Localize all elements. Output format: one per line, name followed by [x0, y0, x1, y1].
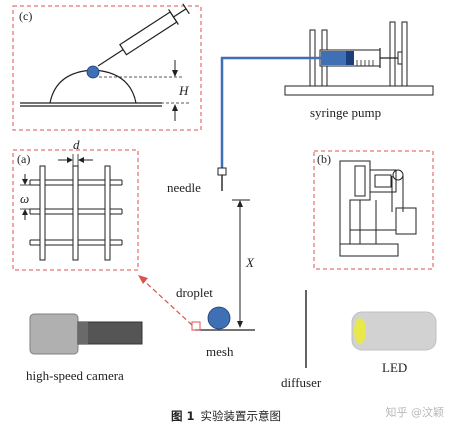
x-distance-marker [232, 199, 250, 328]
panel-b-label: (b) [317, 152, 331, 166]
panel-c-frame [12, 5, 202, 131]
pump-base [284, 85, 434, 96]
led-body [351, 311, 437, 351]
height-H-label: H [179, 83, 189, 98]
pump-syringe-fluid [321, 51, 346, 65]
figure-number: 图 1 [170, 409, 195, 423]
zoom-arrow [141, 278, 193, 326]
wire-diameter-d-label: d [73, 137, 80, 152]
diffuser-label: diffuser [281, 375, 322, 390]
high-speed-camera-label: high-speed camera [26, 368, 124, 383]
needle-label: needle [167, 180, 201, 195]
figure-caption: 图 1 实验装置示意图 [0, 408, 452, 424]
panel-c-droplet [86, 65, 100, 79]
panel-b-frame [313, 150, 434, 270]
panel-c-syringe [97, 3, 190, 67]
opening-omega-label: ω [20, 191, 30, 206]
delivery-tube [220, 56, 321, 168]
led-emitter [354, 318, 366, 344]
high-speed-camera [29, 313, 143, 355]
figure-caption-text: 实验装置示意图 [200, 409, 282, 423]
led-light [351, 311, 437, 351]
panel-a-frame [12, 149, 139, 271]
led-label: LED [382, 360, 408, 375]
droplet-label: droplet [176, 285, 213, 300]
panel-c-contact-angle-inset [12, 3, 202, 131]
panel-b-pump-inset [313, 150, 434, 270]
setup-schematic [12, 3, 437, 368]
panel-a-mesh-inset [12, 149, 139, 271]
needle-tip [217, 167, 227, 176]
droplet [207, 306, 231, 330]
mesh-label: mesh [206, 344, 234, 359]
camera-body [29, 313, 79, 355]
panel-c-label: (c) [19, 9, 33, 23]
syringe-pump-label: syringe pump [310, 105, 382, 120]
watermark: 知乎 @汶颖 [385, 406, 445, 419]
panel-a-label: (a) [17, 152, 31, 166]
distance-X-label: X [246, 255, 254, 270]
